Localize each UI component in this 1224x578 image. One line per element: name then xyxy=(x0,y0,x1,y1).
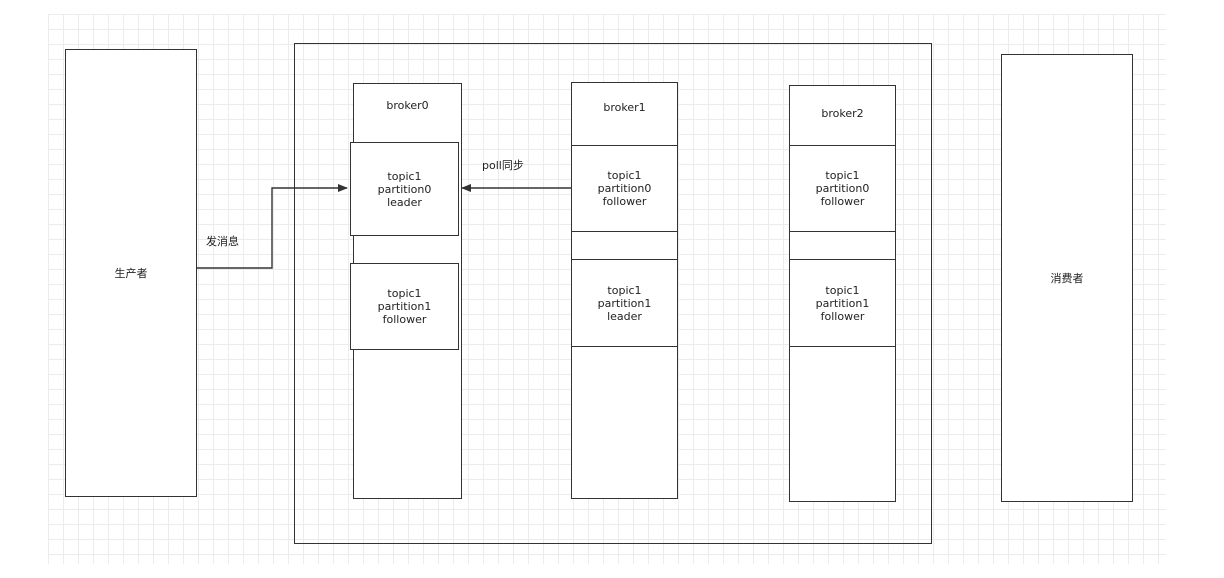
partition-text: partition1 xyxy=(597,296,652,310)
broker1-partition0-text: topic1 partition0 follower xyxy=(598,169,652,208)
role-text: follower xyxy=(820,309,865,323)
broker0-partition0-text: topic1 partition0 leader xyxy=(378,170,432,209)
partition-text: partition0 xyxy=(377,182,432,196)
topic-text: topic1 xyxy=(825,169,860,182)
topic-text: topic1 xyxy=(825,283,860,297)
role-text: follower xyxy=(602,195,647,208)
role-text: follower xyxy=(820,195,865,208)
partition-text: partition1 xyxy=(815,296,870,310)
producer-label: 生产者 xyxy=(114,266,148,280)
topic-text: topic1 xyxy=(607,283,642,297)
topic-text: topic1 xyxy=(387,287,422,300)
broker2-label: broker2 xyxy=(821,107,864,120)
broker0-partition0-box[interactable]: topic1 partition0 leader xyxy=(350,142,459,236)
broker2-partition0-box[interactable]: topic1 partition0 follower xyxy=(789,145,896,232)
broker1-label: broker1 xyxy=(603,101,646,114)
cluster-container[interactable] xyxy=(294,43,932,544)
broker2-partition0-text: topic1 partition0 follower xyxy=(816,169,870,208)
consumer-label: 消费者 xyxy=(1050,271,1084,285)
producer-box[interactable]: 生产者 xyxy=(65,49,197,497)
topic-text: topic1 xyxy=(607,169,642,182)
broker2-partition1-text: topic1 partition1 follower xyxy=(816,284,870,323)
role-text: follower xyxy=(382,313,427,326)
broker0-partition1-box[interactable]: topic1 partition1 follower xyxy=(350,263,459,350)
broker1-partition1-box[interactable]: topic1 partition1 leader xyxy=(571,259,678,347)
broker1-partition1-text: topic1 partition1 leader xyxy=(598,284,652,323)
broker2-partition1-box[interactable]: topic1 partition1 follower xyxy=(789,259,896,347)
consumer-box[interactable]: 消费者 xyxy=(1001,54,1133,502)
broker1-partition0-box[interactable]: topic1 partition0 follower xyxy=(571,145,678,232)
partition-text: partition0 xyxy=(815,182,870,195)
poll-edge-label: poll同步 xyxy=(482,159,524,172)
partition-text: partition1 xyxy=(377,300,432,313)
broker0-partition1-text: topic1 partition1 follower xyxy=(378,287,432,326)
topic-text: topic1 xyxy=(387,169,422,183)
role-text: leader xyxy=(607,309,642,323)
broker0-label: broker0 xyxy=(386,99,429,112)
send-edge-label: 发消息 xyxy=(206,235,239,248)
role-text: leader xyxy=(387,195,422,209)
partition-text: partition0 xyxy=(597,182,652,195)
